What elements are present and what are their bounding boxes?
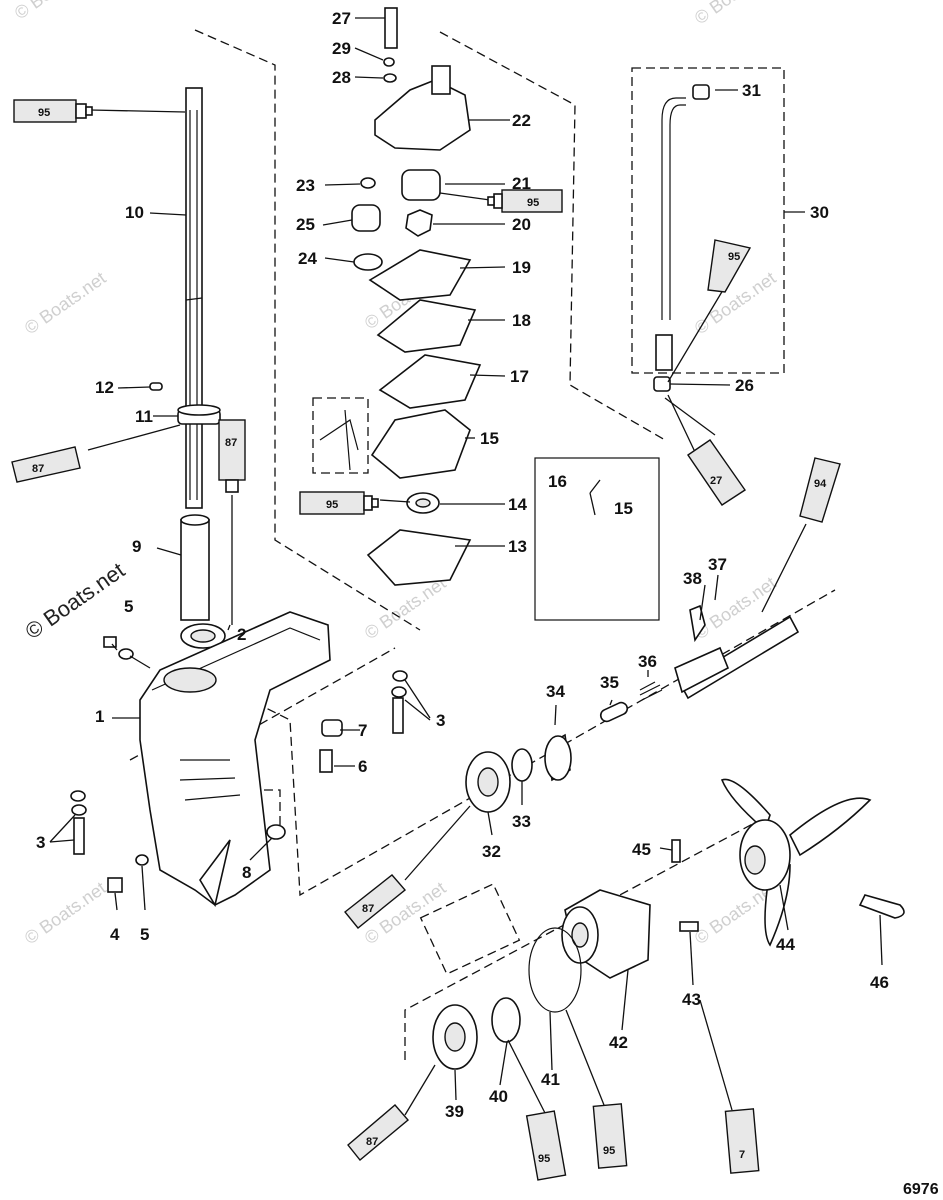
gear-housing [139,611,331,908]
part-label: 15 [614,499,633,518]
sleeve-9 [180,514,210,621]
part-label: 29 [332,39,351,58]
part-label: 40 [489,1087,508,1106]
tube-87-shaft: 87 [344,874,407,929]
part-label: 43 [682,990,701,1009]
part-label: 25 [296,215,315,234]
tube-label: 95 [527,197,539,209]
tube-95-bottom-b: 95 [592,1103,628,1169]
tube-27: 27 [687,439,746,506]
tube-label: 87 [32,463,44,475]
part-label: 13 [508,537,527,556]
part-label: 22 [512,111,531,130]
tube-label: 95 [38,107,50,119]
part-label: 2 [237,625,246,644]
water-pump-parts [319,7,482,586]
tube-label: 7 [739,1149,745,1161]
part-label: 5 [140,925,149,944]
tube-95-bottom-a: 95 [525,1110,567,1181]
part-label: 45 [632,840,651,859]
part-label: 35 [600,673,619,692]
part-label: 23 [296,176,315,195]
part-label: 18 [512,311,531,330]
part-label: 27 [332,9,351,28]
tube-label: 95 [728,251,740,263]
tube-label: 95 [603,1145,615,1157]
tube-label: 87 [366,1136,378,1148]
watermark: © Boats.net [691,0,780,28]
leader-lines [49,17,883,1116]
watermark: © Boats.net [21,878,110,948]
part-label: 42 [609,1033,628,1052]
part-label: 4 [110,925,120,944]
bearing-2 [180,623,226,649]
part-label: 10 [125,203,144,222]
part-label: 3 [36,833,45,852]
part-label: 15 [480,429,499,448]
part-label: 34 [546,682,565,701]
part-label: 37 [708,555,727,574]
part-label: 19 [512,258,531,277]
tube-94: 94 [799,457,841,523]
part-label: 38 [683,569,702,588]
part-label: 3 [436,711,445,730]
part-label: 31 [742,81,761,100]
pin-12 [149,382,163,391]
tube-label: 94 [814,478,827,490]
tube-87-bottom: 87 [347,1104,409,1161]
part-label: 44 [776,935,795,954]
part-label: 6 [358,757,367,776]
tube-label: 95 [538,1153,550,1165]
part-label: 46 [870,973,889,992]
tube-95-pump: 95 [487,189,563,213]
tube-87-left: 87 [11,446,81,483]
tube-label: 87 [225,437,237,449]
part-number-labels: 1 2 3 3 4 5 5 6 7 8 9 10 11 12 13 14 15 … [36,9,889,1121]
part-label: 33 [512,812,531,831]
tube-label: 95 [326,499,338,511]
tube-95-lower-pump: 95 [299,491,379,515]
part-label: 32 [482,842,501,861]
tube-label: 27 [710,475,722,487]
screws-and-washers [70,636,408,893]
part-label: 41 [541,1070,560,1089]
part-label: 20 [512,215,531,234]
part-label: 17 [510,367,529,386]
part-label: 36 [638,652,657,671]
figure-number: 6976 [903,1181,939,1198]
shift-rod [653,84,710,392]
part-label: 21 [512,174,531,193]
watermark: © Boats.net [21,268,110,338]
part-label: 9 [132,537,141,556]
part-label: 1 [95,707,104,726]
part-label: 30 [810,203,829,222]
tube-label: 87 [362,903,374,915]
part-label: 5 [124,597,133,616]
tube-87-vertical: 87 [218,419,246,493]
part-label: 28 [332,68,351,87]
part-label: 26 [735,376,754,395]
part-label: 16 [548,472,567,491]
part-label: 11 [135,407,153,426]
part-label: 7 [358,721,367,740]
tube-7: 7 [724,1108,760,1174]
tube-95-top-left: 95 [13,99,93,123]
bearing-11 [177,404,221,425]
boats-net-logo: © Boats.net [21,557,130,644]
part-label: 8 [242,863,251,882]
part-label: 14 [508,495,527,514]
watermark: © Boats.net [11,0,100,23]
propeller-shaft-assembly [432,604,800,1070]
tube-95-rod: 95 [707,239,752,293]
drive-shaft [185,87,203,509]
watermark: © Boats.net [691,268,780,338]
part-label: 39 [445,1102,464,1121]
part-label: 12 [95,378,114,397]
part-label: 24 [298,249,317,268]
propeller-44 [720,778,905,947]
